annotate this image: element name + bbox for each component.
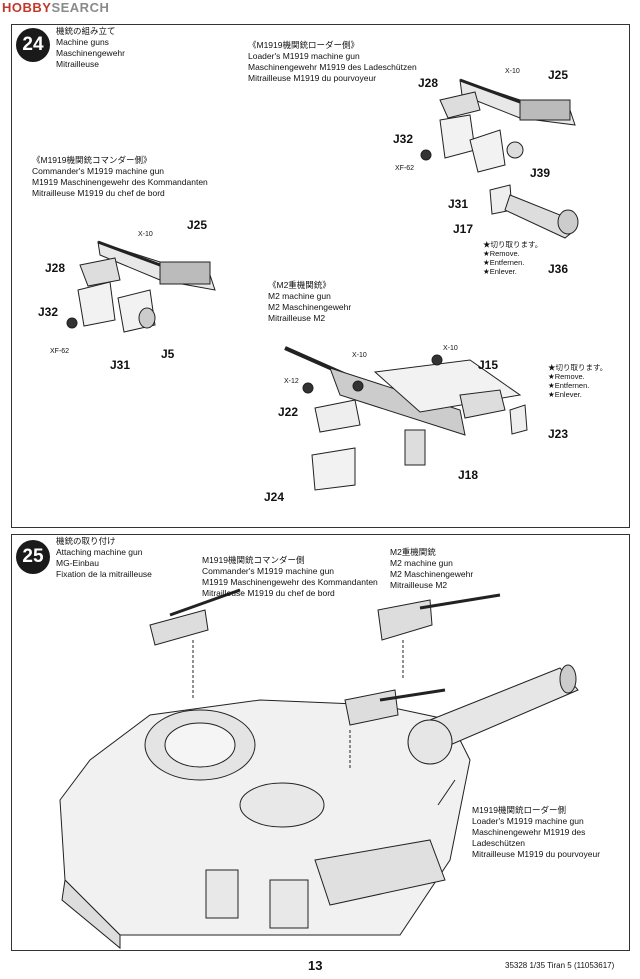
m2-x12: X-12 (284, 378, 299, 385)
loader-j25: J25 (548, 68, 569, 82)
step24-number: 24 (16, 28, 50, 62)
main-gun-barrel (429, 667, 579, 746)
loader-j28: J28 (418, 76, 439, 90)
commander-j31: J31 (110, 358, 131, 372)
commander-x10: X-10 (138, 231, 153, 238)
loader-j17: J17 (453, 222, 474, 236)
watermark-logo: HOBBY (2, 0, 52, 15)
commander-j5: J5 (161, 347, 175, 361)
m2-j23: J23 (548, 427, 569, 441)
m2-x10a: X-10 (352, 352, 367, 359)
loader-j32: J32 (393, 132, 414, 146)
loader-x10: X-10 (505, 68, 520, 75)
commander-gun-drawing (66, 240, 216, 333)
loader-gun-heading: 《M1919機関銃ローダー側》Loader's M1919 machine gu… (248, 40, 417, 83)
commander-xf62: XF-62 (50, 348, 70, 355)
loader-remove-note: ★切り取ります。★Remove.★Entfernen.★Enlever. (483, 240, 543, 276)
step25-number: 25 (16, 540, 50, 574)
loader-xf62: XF-62 (395, 165, 415, 172)
m2-j24: J24 (264, 490, 285, 504)
watermark-brand: SEARCH (51, 0, 110, 15)
m2-j15: J15 (478, 358, 499, 372)
loader-j36: J36 (548, 262, 569, 276)
page-number: 13 (308, 958, 323, 973)
loader-j39: J39 (530, 166, 551, 180)
m2-j18: J18 (458, 468, 479, 482)
loader-gun-drawing (420, 78, 579, 239)
commander-j28: J28 (45, 261, 66, 275)
m2-x10b: X-10 (443, 345, 458, 352)
m2-remove-note: ★切り取ります。★Remove.★Entfernen.★Enlever. (548, 363, 608, 399)
m2-j22: J22 (278, 405, 299, 419)
commander-gun-heading: 《M1919機関銃コマンダー側》Commander's M1919 machin… (32, 155, 208, 198)
m2-gun-drawing (284, 346, 528, 491)
loader-j31: J31 (448, 197, 469, 211)
watermark: HOBBYSEARCH (2, 0, 109, 15)
commander-j25: J25 (187, 218, 208, 232)
product-code: 35328 1/35 Tiran 5 (11053617) (505, 961, 615, 970)
commander-j32: J32 (38, 305, 59, 319)
